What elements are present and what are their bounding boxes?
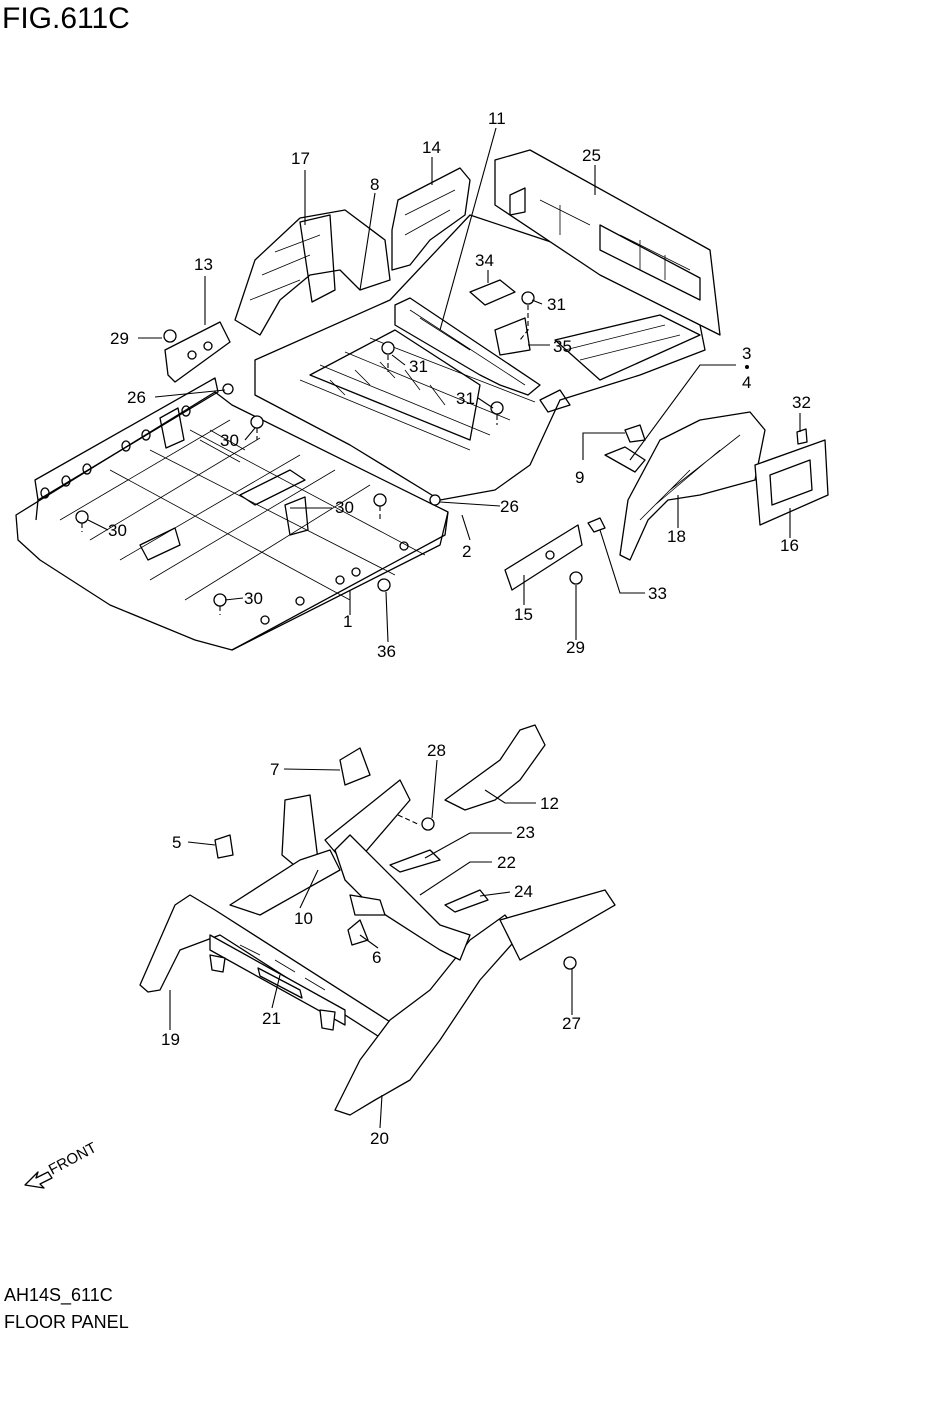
callout-4: 4 (742, 373, 751, 392)
callout-15: 15 (514, 605, 533, 624)
lower-frame-assembly (139, 724, 616, 1116)
callout-26-left: 26 (127, 388, 146, 407)
callout-30-b: 30 (335, 498, 354, 517)
callout-28: 28 (427, 741, 446, 760)
callout-5: 5 (172, 833, 181, 852)
brackets-34-35 (469, 279, 531, 356)
callout-23: 23 (516, 823, 535, 842)
panel-16 (754, 428, 829, 526)
callout-16: 16 (780, 536, 799, 555)
rear-wheelhouse-inner-17 (234, 209, 391, 336)
callout-34: 34 (475, 251, 494, 270)
callout-26-right: 26 (500, 497, 519, 516)
callout-7: 7 (270, 760, 279, 779)
callout-30-c: 30 (108, 521, 127, 540)
callout-6: 6 (372, 948, 381, 967)
front-floor-panel (15, 377, 449, 651)
diagram-code: AH14S_611C (4, 1285, 113, 1305)
figure-title: FIG.611C (2, 2, 130, 35)
callout-21: 21 (262, 1009, 281, 1028)
bracket-14 (391, 167, 471, 271)
crossmember-11 (394, 297, 541, 396)
callout-13: 13 (194, 255, 213, 274)
callout-33: 33 (648, 584, 667, 603)
callout-1: 1 (343, 612, 352, 631)
callout-31-b: 31 (409, 357, 428, 376)
callout-3: 3 (742, 344, 751, 363)
bracket-9 (604, 424, 646, 473)
rear-wheelhouse-outer-18 (619, 411, 766, 561)
callout-12: 12 (540, 794, 559, 813)
callout-24: 24 (514, 882, 533, 901)
front-label: FRONT (46, 1139, 100, 1178)
callout-8: 8 (370, 175, 379, 194)
dashed-lines (81, 305, 529, 826)
callout-25: 25 (582, 146, 601, 165)
callout-17: 17 (291, 149, 310, 168)
callout-11: 11 (488, 109, 506, 128)
callout-9: 9 (575, 468, 584, 487)
callout-2: 2 (462, 542, 471, 561)
side-member-13 (164, 321, 231, 383)
callout-32: 32 (792, 393, 811, 412)
callout-29-right: 29 (566, 638, 585, 657)
clip-33 (587, 517, 606, 533)
callout-3-4-dot (745, 365, 749, 369)
callout-30-d: 30 (244, 589, 263, 608)
callout-30-a: 30 (220, 431, 239, 450)
rear-end-panel-25 (494, 149, 721, 336)
callout-10: 10 (294, 909, 313, 928)
callout-22: 22 (497, 853, 516, 872)
callout-19: 19 (161, 1030, 180, 1049)
callout-36: 36 (377, 642, 396, 661)
callout-27: 27 (562, 1014, 581, 1033)
callout-20: 20 (370, 1129, 389, 1148)
fastener-icons (75, 291, 583, 607)
callout-29-left: 29 (110, 329, 129, 348)
leader-lines (87, 127, 801, 1129)
callout-18: 18 (667, 527, 686, 546)
callout-14: 14 (422, 138, 441, 157)
callout-31-c: 31 (456, 389, 475, 408)
callout-numbers: 1 2 3 4 5 6 7 8 9 10 11 12 13 14 15 16 1… (108, 109, 811, 1148)
reinforcement-15 (504, 524, 583, 591)
callout-31-a: 31 (547, 295, 566, 314)
front-arrow-icon: FRONT (24, 1139, 100, 1189)
callout-35: 35 (553, 337, 572, 356)
diagram-name: FLOOR PANEL (4, 1312, 129, 1332)
